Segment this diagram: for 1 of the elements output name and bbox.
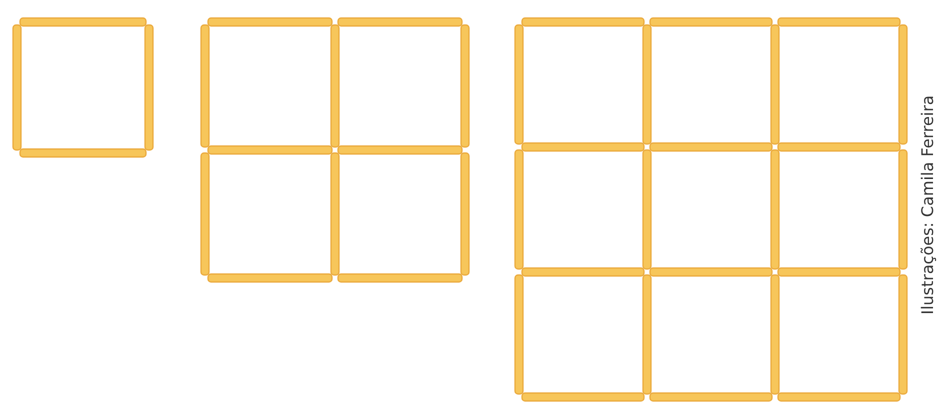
credit-text: Ilustrações: Camila Ferreira (917, 95, 938, 315)
